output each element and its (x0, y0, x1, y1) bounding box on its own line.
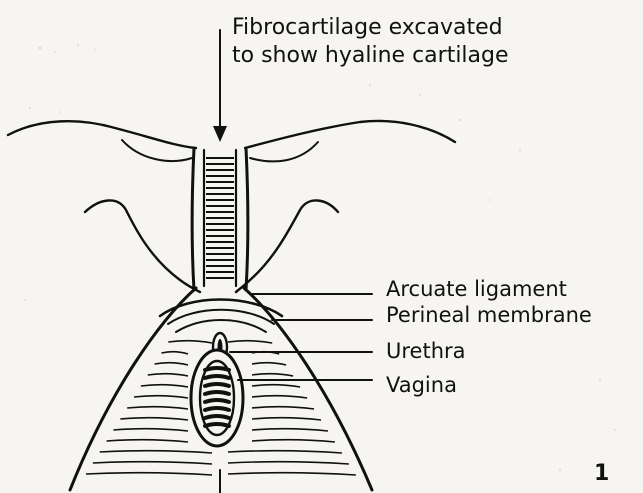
pointer-arrowhead (213, 126, 227, 142)
perineal-fibre (93, 462, 212, 464)
left-inferior-ramus (85, 200, 200, 292)
symphysis-left-edge (192, 148, 194, 290)
label-vagina: Vagina (386, 373, 457, 397)
perineal-fibre (141, 385, 188, 387)
perineal-fibre (134, 396, 188, 398)
perineal-fibre (252, 418, 321, 420)
perineal-fibre (252, 374, 293, 376)
label-perineal-membrane: Perineal membrane (386, 303, 592, 327)
perineal-fibre (127, 407, 188, 409)
vaginal-ruga (205, 416, 229, 418)
left-pubic-crest (8, 121, 196, 148)
perineal-fibre (252, 396, 307, 398)
perineal-fibre (228, 473, 356, 475)
perineal-fibre (86, 473, 212, 475)
figure-number: 1 (594, 461, 609, 486)
perineal-fibre (148, 374, 188, 376)
perineal-fibre (228, 462, 349, 464)
perineal-fibre (100, 451, 212, 453)
symphysis-right-edge (246, 148, 248, 290)
perineal-fibre (228, 341, 272, 343)
hyaline-cartilage-bands (206, 158, 234, 278)
perineal-fibre (107, 440, 188, 442)
vaginal-ruga (205, 408, 229, 410)
perineal-fibre (155, 363, 188, 365)
top-label-line1: Fibrocartilage excavated (232, 15, 503, 40)
perineal-fibre (228, 451, 342, 453)
right-inferior-ramus (236, 200, 338, 292)
vaginal-ruga (205, 400, 229, 402)
perineal-fibre (252, 407, 314, 409)
perineal-fibre (252, 440, 335, 442)
right-pubic-crest (245, 121, 455, 148)
perineal-fibre (168, 341, 212, 343)
vaginal-ruga (205, 424, 229, 426)
perineum (70, 288, 372, 493)
vaginal-ruga (205, 384, 229, 386)
label-arcuate-ligament: Arcuate ligament (386, 277, 567, 301)
perineal-membrane-arc-1 (168, 310, 274, 324)
left-pubic-curve (122, 140, 192, 161)
paper-speckles (24, 44, 616, 471)
perineal-fibre (252, 385, 300, 387)
leader-lines (230, 294, 372, 380)
top-label-line2: to show hyaline cartilage (232, 43, 509, 68)
vaginal-ruga (205, 392, 229, 394)
vaginal-ruga (205, 376, 229, 378)
label-urethra: Urethra (386, 339, 466, 363)
perineal-fibre (252, 429, 328, 431)
symphysis-cartilage (192, 148, 248, 290)
structure-labels: Arcuate ligament Perineal membrane Ureth… (386, 277, 592, 397)
perineal-fibre (161, 352, 188, 354)
perineal-fibre (113, 429, 188, 431)
perineal-fibre (120, 418, 188, 420)
vaginal-ruga (205, 368, 229, 370)
perineal-fibre (252, 363, 286, 365)
perineal-membrane-arc-2 (176, 320, 266, 332)
